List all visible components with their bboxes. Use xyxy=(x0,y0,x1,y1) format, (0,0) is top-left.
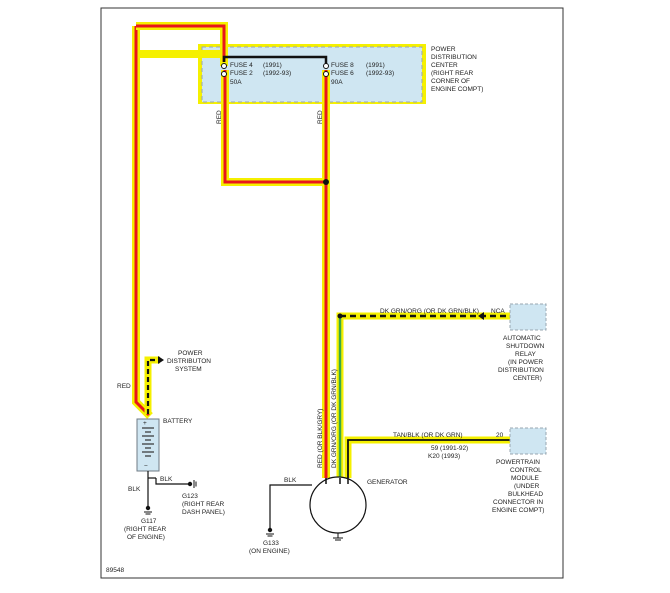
g123-label-1: G123 xyxy=(182,493,198,500)
generator-label: GENERATOR xyxy=(367,479,408,486)
powertrain-control-module: 20 59 (1991-92) K20 (1993) POWERTRAIN CO… xyxy=(428,427,547,514)
g123-label-3: DASH PANEL) xyxy=(182,509,225,516)
g133-label-2: (ON ENGINE) xyxy=(249,548,290,555)
asd-label-1: AUTOMATIC xyxy=(503,335,541,342)
pdc-label-4: (RIGHT REAR xyxy=(431,70,473,77)
wire-label-red-right-fuse: RED xyxy=(317,110,324,124)
pcm-label-2: CONTROL xyxy=(510,467,542,474)
fuse-right-years-2: (1992-93) xyxy=(366,70,394,77)
battery-ground-wiring xyxy=(144,471,197,515)
g117-label-3: OF ENGINE) xyxy=(127,534,165,541)
power-dist-label-3: SYSTEM xyxy=(175,366,202,373)
fuse-left-years-2: (1992-93) xyxy=(263,70,291,77)
asd-relay-pin: NCA xyxy=(491,308,505,315)
wire-label-blk-g123: BLK xyxy=(160,476,173,483)
generator-ground-wiring xyxy=(266,484,312,537)
figure-number: 89548 xyxy=(106,567,124,574)
power-dist-label-1: POWER xyxy=(178,350,203,357)
pcm-pin-alt-2: K20 (1993) xyxy=(428,453,460,460)
wire-label-red-or-blk-gry: RED (OR BLK/GRY) xyxy=(317,409,324,468)
pcm-label-6: CONNECTOR IN xyxy=(493,499,543,506)
power-distribution-center: FUSE 4 (1991) FUSE 2 (1992-93) 50A FUSE … xyxy=(198,44,483,104)
pcm-label-7: ENGINE COMPT) xyxy=(492,507,544,514)
pcm-label-4: (UNDER xyxy=(514,483,540,490)
pdc-label-1: POWER xyxy=(431,46,456,53)
fuse-right-rating: 90A xyxy=(331,79,343,86)
wire-label-tan-blk: TAN/BLK (OR DK GRN) xyxy=(393,432,463,439)
pcm-label-5: BULKHEAD xyxy=(508,491,543,498)
asd-label-4: (IN POWER xyxy=(508,359,543,366)
power-distribution-branch xyxy=(144,356,164,414)
fuse-right-name-1: FUSE 8 xyxy=(331,62,354,69)
wire-label-red-battery: RED xyxy=(117,383,131,390)
asd-label-5: DISTRIBUTION xyxy=(498,367,544,374)
wire-label-blk-generator: BLK xyxy=(284,477,297,484)
battery: + − BATTERY xyxy=(136,418,193,472)
g133-label-1: G133 xyxy=(263,540,279,547)
wire-label-dk-grn-org-horizontal: DK GRN/ORG (OR DK GRN/BLK) xyxy=(380,308,479,315)
fuse-left-rating: 50A xyxy=(230,79,242,86)
g117-label-2: (RIGHT REAR xyxy=(124,526,166,533)
fuse-left-name-2: FUSE 2 xyxy=(230,70,253,77)
pdc-label-5: CORNER OF xyxy=(431,78,470,85)
pdc-label-3: CENTER xyxy=(431,62,458,69)
wire-label-red-left-fuse: RED xyxy=(216,110,223,124)
power-dist-label-2: DISTRIBUTON xyxy=(167,358,211,365)
battery-plus: + xyxy=(143,420,147,427)
asd-label-6: CENTER) xyxy=(513,375,542,382)
pdc-label-6: ENGINE COMPT) xyxy=(431,86,483,93)
pcm-pin: 20 xyxy=(496,432,504,439)
battery-feed-circuit xyxy=(132,22,330,478)
g123-label-2: (RIGHT REAR xyxy=(182,501,224,508)
fuse-right-name-2: FUSE 6 xyxy=(331,70,354,77)
asd-relay: NCA AUTOMATIC SHUTDOWN RELAY (IN POWER D… xyxy=(491,303,547,382)
fuse-right-years-1: (1991) xyxy=(366,62,385,69)
wire-label-dk-grn-org-vertical: DK GRN/ORG (OR DK GRN/BLK) xyxy=(331,369,338,468)
pcm-field-circuit xyxy=(344,436,510,478)
g117-label-1: G117 xyxy=(141,518,157,525)
pdc-label-2: DISTRIBUTION xyxy=(431,54,477,61)
pcm-label-1: POWERTRAIN xyxy=(496,459,540,466)
pcm-pin-alt-1: 59 (1991-92) xyxy=(431,445,468,452)
asd-label-2: SHUTDOWN xyxy=(506,343,545,350)
generator: GENERATOR xyxy=(309,476,408,541)
battery-label: BATTERY xyxy=(163,418,193,425)
pcm-label-3: MODULE xyxy=(511,475,539,482)
wire-label-blk-battery-ground: BLK xyxy=(128,486,141,493)
battery-minus: − xyxy=(144,463,148,470)
fuse-left-name-1: FUSE 4 xyxy=(230,62,253,69)
fuse-left-years-1: (1991) xyxy=(263,62,282,69)
asd-relay-circuit xyxy=(336,312,510,478)
asd-label-3: RELAY xyxy=(515,351,536,358)
